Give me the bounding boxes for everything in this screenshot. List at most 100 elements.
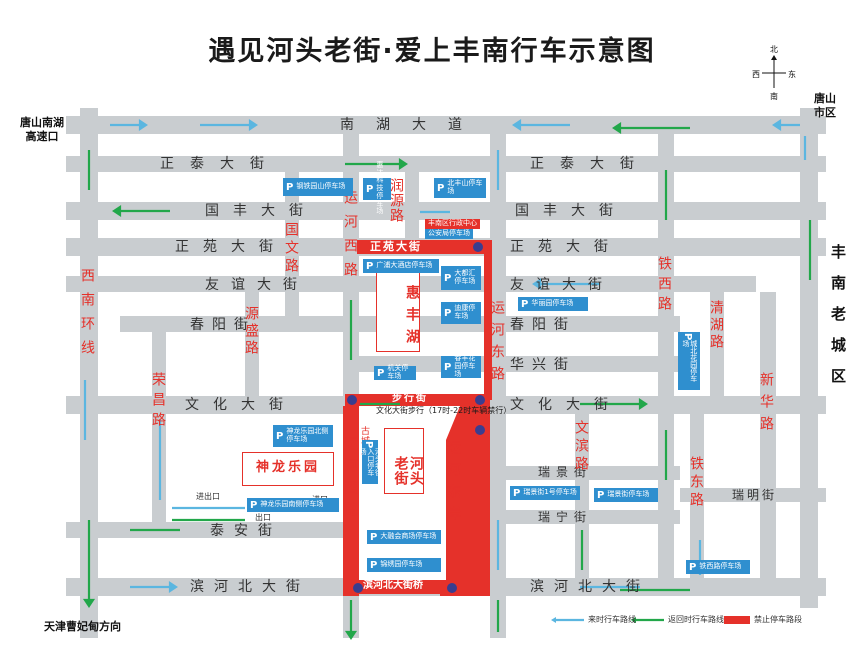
edge-label-nanhu-expressway: 唐山南湖 高速口 xyxy=(20,116,64,143)
area-huifenghu: 惠丰湖 xyxy=(376,266,420,352)
road-guowen xyxy=(285,172,299,322)
parking-p-icon: P xyxy=(377,367,385,379)
arrowhead-out-2 xyxy=(112,204,122,218)
band-zhengyuan xyxy=(357,240,490,254)
band-yunhexi-top xyxy=(484,240,492,400)
road-xinanhuan xyxy=(80,108,98,638)
road-label-taian: 泰安街 xyxy=(210,523,282,539)
parking-p-icon: P xyxy=(363,441,374,449)
legend-graphics xyxy=(551,616,750,624)
parking-p-icon: P xyxy=(366,183,374,195)
no-parking-bands xyxy=(343,240,492,596)
no-entry-2 xyxy=(347,395,357,405)
road-label-tiedong: 铁东路 xyxy=(688,456,704,510)
road-label-youyi-e: 友谊大街 xyxy=(510,277,614,293)
road-label-yunhexi-low: 运河西路 xyxy=(342,436,358,524)
road-label-xinhua: 新华路 xyxy=(758,372,774,438)
compass-west: 西 xyxy=(752,70,760,79)
road-label-zhengyuan-e: 正苑大街 xyxy=(510,239,622,255)
road-label-chunyang-w: 春阳街 xyxy=(190,317,256,333)
no-entry-4 xyxy=(475,425,485,435)
note-jinchu: 进出口 xyxy=(196,492,220,501)
legend-out-label: 返回时行车路线 xyxy=(668,615,724,624)
road-label-ruining: 瑞宁街 xyxy=(538,510,593,524)
legend-in-label: 来时行车路线 xyxy=(588,615,636,624)
road-label-xinanhuan: 西南环线 xyxy=(79,268,95,364)
road-label-yunhexi-top: 运河西路 xyxy=(342,190,358,286)
arrowhead-out-4 xyxy=(638,397,648,411)
compass-east: 东 xyxy=(788,70,796,79)
arrowhead-out-11 xyxy=(344,630,358,640)
compass-north: 北 xyxy=(770,45,778,54)
parking-p3-label: 北丰山停车场 xyxy=(447,179,483,195)
road-label-guofeng-w: 国丰大街 xyxy=(205,203,317,219)
road-label-zhengyuan-w: 正苑大街 xyxy=(175,239,287,255)
road-label-huaxing: 华兴街 xyxy=(510,357,576,373)
gov-tag-admin: 丰南区行政中心 xyxy=(425,219,480,229)
arrowhead-in-1 xyxy=(138,118,148,132)
road-label-buxing: 步行街 xyxy=(392,393,428,404)
road-label-zhengtai-e: 正泰大街 xyxy=(530,156,650,172)
parking-p-icon: P xyxy=(286,181,294,193)
legend-noparking-label: 禁止停车路段 xyxy=(754,615,802,624)
road-label-runyuan: 润源路 xyxy=(388,178,404,223)
parking-p-icon: P xyxy=(521,298,529,310)
parking-p-icon: P xyxy=(366,260,374,272)
arrowhead-out-9 xyxy=(82,598,96,608)
road-yunhedong xyxy=(490,134,506,638)
road-label-youyi-w: 友谊大街 xyxy=(205,277,309,293)
buxing-time-note: 文化大街步行（17时-22时车辆禁行） xyxy=(376,406,512,415)
parking-p14-label: 大融会商场停车场 xyxy=(380,532,437,541)
road-east-edge xyxy=(800,108,818,608)
incoming-routes xyxy=(83,118,807,594)
parking-p-icon: P xyxy=(276,430,284,442)
arrowhead-in-7 xyxy=(168,580,178,594)
road-label-qinghu: 清湖路 xyxy=(708,300,724,351)
road-label-yuansheng: 源盛路 xyxy=(243,306,259,357)
parking-p6-label: 华丽园停车场 xyxy=(531,299,574,308)
gov-tag-police: 公安局停车场 xyxy=(425,229,473,239)
area-shenlong: 神龙乐园 xyxy=(242,452,334,486)
road-label-chunyang-e: 春阳街 xyxy=(510,317,576,333)
parking-p-icon: P xyxy=(513,487,521,499)
compass-south: 南 xyxy=(770,92,778,101)
parking-p16-label: 瑞景街1号停车场 xyxy=(523,488,577,497)
road-huaxing xyxy=(355,356,680,372)
no-entry-5 xyxy=(447,583,457,593)
parking-p-icon: P xyxy=(444,307,452,319)
parking-p10-label: 城北花园停车场 xyxy=(682,340,698,383)
road-zhengtai xyxy=(66,156,826,172)
no-entry-3 xyxy=(475,395,485,405)
parking-p-icon: P xyxy=(444,361,452,373)
road-label-guowen: 国文路 xyxy=(283,222,299,276)
road-qinghu xyxy=(710,292,724,396)
band-binhe xyxy=(343,580,463,594)
parking-p2-label: 惠达科技停车场 xyxy=(376,161,384,216)
road-label-yunhedongan: 运河东岸 xyxy=(445,440,461,528)
no-entry-signs xyxy=(347,242,485,593)
parking-p17-label: 瑞景街停车场 xyxy=(607,490,650,499)
parking-p-icon: P xyxy=(689,561,697,573)
page-title: 遇见河头老街·爱上丰南行车示意图 xyxy=(208,36,656,67)
legend-out-arrowhead xyxy=(631,617,636,623)
compass-north-arrow xyxy=(771,55,777,60)
parking-p11-label: 神龙乐园北侧停车场 xyxy=(286,427,329,443)
